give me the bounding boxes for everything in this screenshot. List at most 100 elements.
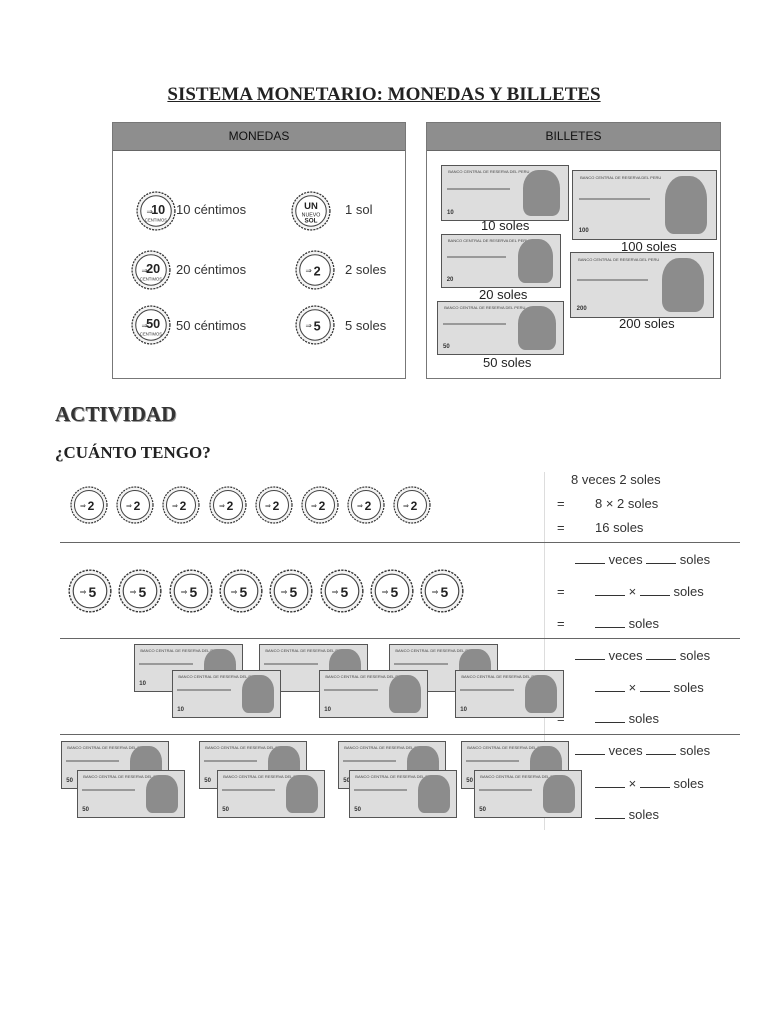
svg-text:⇒: ⇒ xyxy=(331,587,338,596)
bill-stripe xyxy=(446,255,506,258)
bill-stripe xyxy=(460,689,514,692)
answer-blank[interactable] xyxy=(639,680,670,692)
question-heading: ¿CUÁNTO TENGO? xyxy=(55,443,211,462)
bank-text: BANCO CENTRAL DE RESERVA DEL PERU xyxy=(83,773,165,779)
banknote-50-image: BANCO CENTRAL DE RESERVA DEL PERU 50 xyxy=(349,770,457,818)
svg-text:⇒: ⇒ xyxy=(281,587,288,596)
portrait-image xyxy=(517,239,553,283)
portrait-image xyxy=(241,674,274,714)
bill-stripe xyxy=(354,789,408,792)
answer-blank[interactable] xyxy=(639,776,670,788)
bank-text: BANCO CENTRAL DE RESERVA DEL PERU xyxy=(344,744,426,750)
row1-eq: = xyxy=(557,520,565,535)
bill-denomination: 50 xyxy=(479,807,486,814)
svg-text:2: 2 xyxy=(319,499,326,513)
answer-blank[interactable] xyxy=(595,680,625,692)
svg-text:20: 20 xyxy=(146,262,160,276)
svg-text:⇒: ⇒ xyxy=(306,321,312,330)
row-separator xyxy=(60,542,740,543)
svg-text:⇒: ⇒ xyxy=(130,587,137,596)
portrait-image xyxy=(522,170,561,216)
bill-label: 20 soles xyxy=(479,287,528,302)
answer-blank[interactable] xyxy=(595,711,625,723)
answer-blank[interactable] xyxy=(646,552,677,564)
bill-stripe xyxy=(394,663,448,666)
bank-text: BANCO CENTRAL DE RESERVA DEL PERU xyxy=(395,647,477,653)
portrait-image xyxy=(285,774,318,814)
bill-denomination: 10 xyxy=(324,707,331,714)
answer-blank[interactable] xyxy=(575,743,605,755)
coin-label: 5 soles xyxy=(345,318,387,333)
answer-blank[interactable] xyxy=(646,743,677,755)
coin-5-soles-icon: 5⇒ xyxy=(269,569,313,613)
bill-stripe xyxy=(222,789,276,792)
bank-text: BANCO CENTRAL DE RESERVA DEL PERU xyxy=(355,773,437,779)
coin-2-soles-icon: 2⇒ xyxy=(295,250,335,290)
svg-text:⇒: ⇒ xyxy=(403,503,409,510)
banknote-10-image: BANCO CENTRAL DE RESERVA DEL PERU 10 xyxy=(319,670,428,718)
bill-stripe xyxy=(324,689,378,692)
svg-text:⇒: ⇒ xyxy=(142,266,148,275)
bill-denomination: 50 xyxy=(354,807,361,814)
bill-denomination: 20 xyxy=(446,276,454,283)
bank-text: BANCO CENTRAL DE RESERVA DEL PERU xyxy=(140,647,222,653)
blank-result-line: soles xyxy=(595,616,659,631)
answer-blank[interactable] xyxy=(575,648,605,660)
svg-text:5: 5 xyxy=(239,584,247,600)
coin-2-soles-icon: 2⇒ xyxy=(347,486,385,524)
svg-text:⇒: ⇒ xyxy=(80,503,86,510)
answer-blank[interactable] xyxy=(575,552,605,564)
svg-text:2: 2 xyxy=(314,264,321,278)
coin-2-soles-icon: 2⇒ xyxy=(301,486,339,524)
portrait-image xyxy=(542,774,575,814)
answer-blank[interactable] xyxy=(595,807,625,819)
blank-multiply-line: × soles xyxy=(595,584,704,599)
coin-label: 2 soles xyxy=(345,262,387,277)
coin-10-centimos-icon: 10⇒CENTIMOS xyxy=(136,191,176,231)
monedas-header: MONEDAS xyxy=(113,123,405,151)
bank-text: BANCO CENTRAL DE RESERVA DEL PERU xyxy=(580,175,662,181)
svg-text:⇒: ⇒ xyxy=(147,207,153,216)
answer-blank[interactable] xyxy=(646,648,677,660)
blank-veces-line: veces soles xyxy=(575,552,710,567)
bill-stripe xyxy=(443,322,506,325)
blank-result-line: soles xyxy=(595,807,659,822)
bank-text: BANCO CENTRAL DE RESERVA DEL PERU xyxy=(325,673,407,679)
bill-label: 50 soles xyxy=(483,355,532,370)
svg-text:⇒: ⇒ xyxy=(357,503,363,510)
svg-text:5: 5 xyxy=(139,584,147,600)
blank-veces-line: veces soles xyxy=(575,648,710,663)
blank-multiply-line: × soles xyxy=(595,680,704,695)
svg-text:2: 2 xyxy=(88,499,95,513)
coin-50-centimos-icon: 50⇒CENTIMOS xyxy=(131,305,171,345)
bill-denomination: 10 xyxy=(460,707,467,714)
svg-text:⇒: ⇒ xyxy=(172,503,178,510)
bill-stripe xyxy=(447,187,511,190)
bank-text: BANCO CENTRAL DE RESERVA DEL PERU xyxy=(178,673,260,679)
svg-text:⇒: ⇒ xyxy=(126,503,132,510)
svg-text:5: 5 xyxy=(290,584,298,600)
svg-text:⇒: ⇒ xyxy=(381,587,388,596)
row1-line2: 8 × 2 soles xyxy=(595,496,659,511)
svg-text:⇒: ⇒ xyxy=(230,587,237,596)
answer-blank[interactable] xyxy=(595,616,625,628)
bill-denomination: 50 xyxy=(204,778,211,785)
answer-blank[interactable] xyxy=(639,584,670,596)
answer-blank[interactable] xyxy=(595,584,625,596)
bill-denomination: 50 xyxy=(443,343,450,350)
svg-text:2: 2 xyxy=(365,499,372,513)
answer-blank[interactable] xyxy=(595,776,625,788)
svg-text:2: 2 xyxy=(226,499,233,513)
row1-line1: 8 veces 2 soles xyxy=(571,472,661,487)
row1-eq: = xyxy=(557,496,565,511)
svg-text:NUEVO: NUEVO xyxy=(302,212,321,218)
bill-denomination: 50 xyxy=(466,778,473,785)
svg-text:2: 2 xyxy=(180,499,187,513)
coin-5-soles-icon: 5⇒ xyxy=(219,569,263,613)
bill-stripe xyxy=(177,689,231,692)
page-title: SISTEMA MONETARIO: MONEDAS Y BILLETES xyxy=(167,84,601,105)
portrait-image xyxy=(388,674,421,714)
